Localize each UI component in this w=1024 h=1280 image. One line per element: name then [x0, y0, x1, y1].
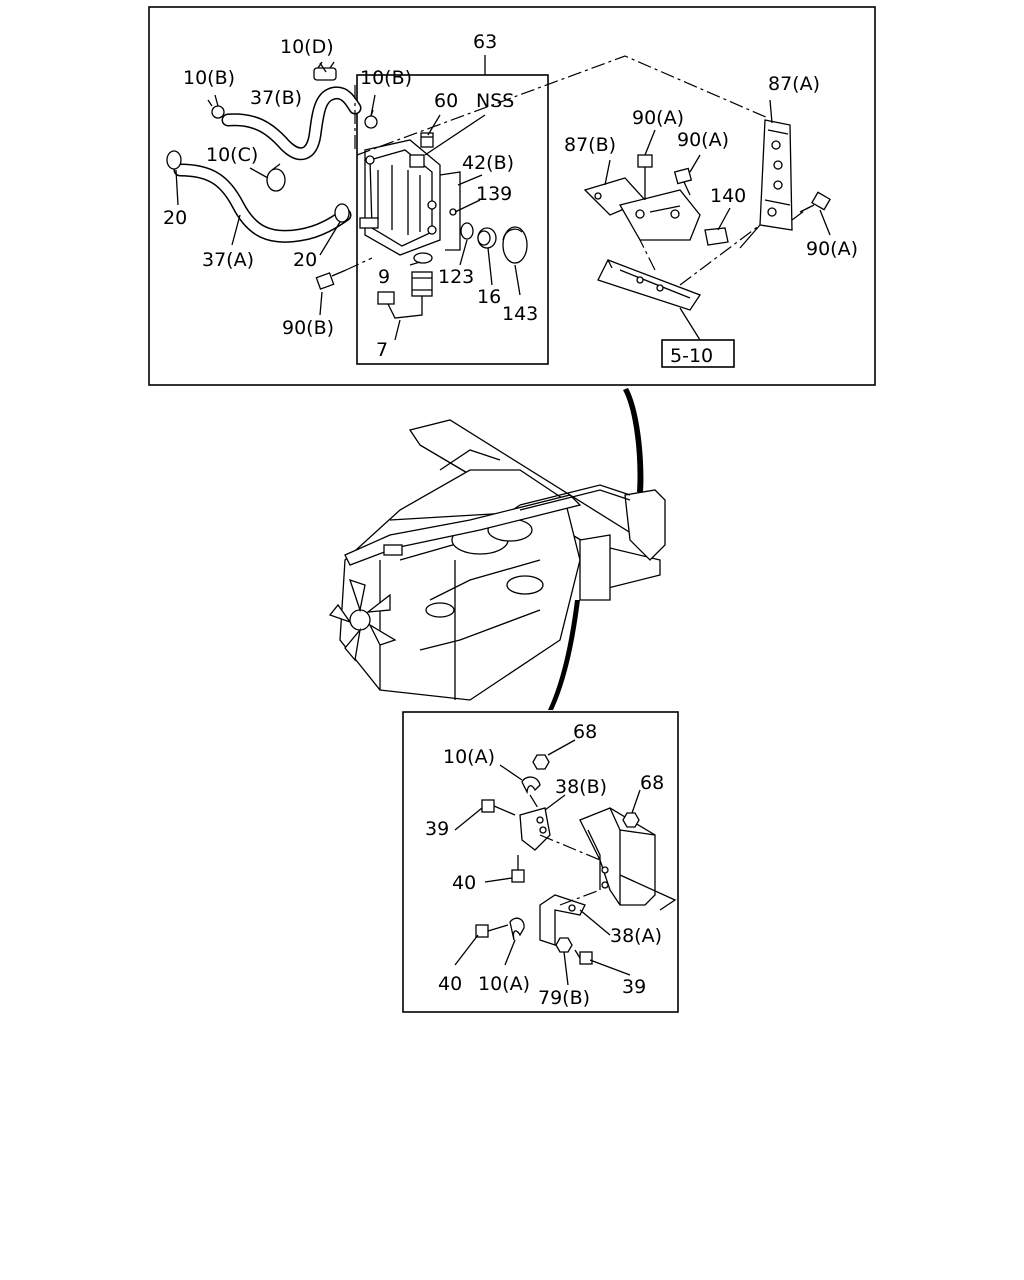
- label-20-right: 20: [293, 249, 317, 271]
- clamp-10d: [313, 61, 337, 81]
- bolt-39-top: [481, 799, 516, 816]
- clamp-10c: [266, 163, 286, 192]
- label-16: 16: [477, 286, 501, 308]
- bracket-42b: [439, 171, 461, 251]
- reference-box: [661, 339, 735, 368]
- bracket-38b: [519, 807, 551, 851]
- bolt-90a-2: [673, 167, 693, 196]
- bolt-39-bottom: [574, 949, 593, 965]
- label-90a-top: 90(A): [632, 107, 684, 129]
- top-labels: 10(D) 63 10(B) 37(B) 10(B) 60 NSS 87(A) …: [163, 31, 858, 367]
- label-10c: 10(C): [206, 144, 258, 166]
- label-10b-right: 10(B): [360, 67, 412, 89]
- label-10a-bottom: 10(A): [478, 973, 530, 995]
- bottom-leaders: [454, 739, 641, 986]
- clamp-10b-left: [207, 99, 225, 119]
- label-7: 7: [376, 339, 388, 361]
- label-38b: 38(B): [555, 776, 607, 798]
- label-60: 60: [434, 90, 458, 112]
- bolt-90a-3: [799, 191, 831, 213]
- label-68-right: 68: [640, 772, 664, 794]
- bracket-38a: [539, 894, 586, 946]
- label-38a: 38(A): [610, 925, 662, 947]
- label-10d: 10(D): [280, 36, 334, 58]
- label-143: 143: [502, 303, 538, 325]
- clamp-20-left: [166, 150, 182, 170]
- clamp-10a-top: [521, 776, 541, 795]
- nut-68-top: [532, 754, 550, 770]
- top-detail-panel: 10(D) 63 10(B) 37(B) 10(B) 60 NSS 87(A) …: [148, 6, 876, 386]
- engine-illustration: [328, 419, 666, 701]
- label-39-bottom: 39: [622, 976, 646, 998]
- label-90b: 90(B): [282, 317, 334, 339]
- nut-68-right: [622, 812, 640, 828]
- cap-60: [420, 132, 434, 148]
- bolt-40-top: [511, 855, 525, 883]
- label-90a-mid: 90(A): [677, 129, 729, 151]
- insulator-140: [704, 227, 729, 246]
- label-10a-top: 10(A): [443, 746, 495, 768]
- bracket-87a: [739, 119, 793, 249]
- clamp-10a-bottom: [509, 917, 525, 941]
- washer-123: [460, 222, 474, 240]
- connector-bottom: [548, 600, 580, 710]
- connector-top: [623, 388, 644, 492]
- hose-37b: [221, 86, 362, 161]
- label-68-top: 68: [573, 721, 597, 743]
- top-leaders: [175, 55, 831, 341]
- nut-79b: [555, 937, 573, 953]
- label-90a-right: 90(A): [806, 238, 858, 260]
- label-40-bottom: 40: [438, 973, 462, 995]
- bolt-90b: [315, 269, 347, 290]
- frame-member: [597, 259, 701, 311]
- label-63: 63: [473, 31, 497, 53]
- label-ref-5-10: 5-10: [670, 345, 713, 367]
- bolt-90a-1: [637, 154, 653, 200]
- bottom-detail-panel: 68 10(A) 68 38(B) 39 40 38(A) 40 10(A) 7…: [402, 711, 679, 1013]
- washer-9: [413, 252, 433, 264]
- bottom-labels: 68 10(A) 68 38(B) 39 40 38(A) 40 10(A) 7…: [425, 721, 664, 1009]
- clamp-20-right: [334, 203, 350, 223]
- label-79b: 79(B): [538, 987, 590, 1009]
- label-139: 139: [476, 183, 512, 205]
- tank-assembly-box: [356, 74, 549, 365]
- coolant-reservoir-tank: [359, 139, 441, 256]
- label-20-left: 20: [163, 207, 187, 229]
- label-nss: NSS: [476, 90, 514, 112]
- label-42b: 42(B): [462, 152, 514, 174]
- label-37b: 37(B): [250, 87, 302, 109]
- cooling-fan: [328, 578, 397, 662]
- label-123: 123: [438, 266, 474, 288]
- label-87a: 87(A): [768, 73, 820, 95]
- label-40-top: 40: [452, 872, 476, 894]
- hose-37a: [173, 163, 352, 243]
- label-10b-left: 10(B): [183, 67, 235, 89]
- cap-143: [502, 226, 528, 264]
- label-37a: 37(A): [202, 249, 254, 271]
- label-140: 140: [710, 185, 746, 207]
- label-39-top: 39: [425, 818, 449, 840]
- label-9: 9: [378, 266, 390, 288]
- label-87b: 87(B): [564, 134, 616, 156]
- bolt-40-bottom: [475, 924, 509, 938]
- cap-16: [477, 227, 497, 249]
- bracket-87b: [583, 177, 701, 241]
- level-sensor-7: [377, 271, 433, 319]
